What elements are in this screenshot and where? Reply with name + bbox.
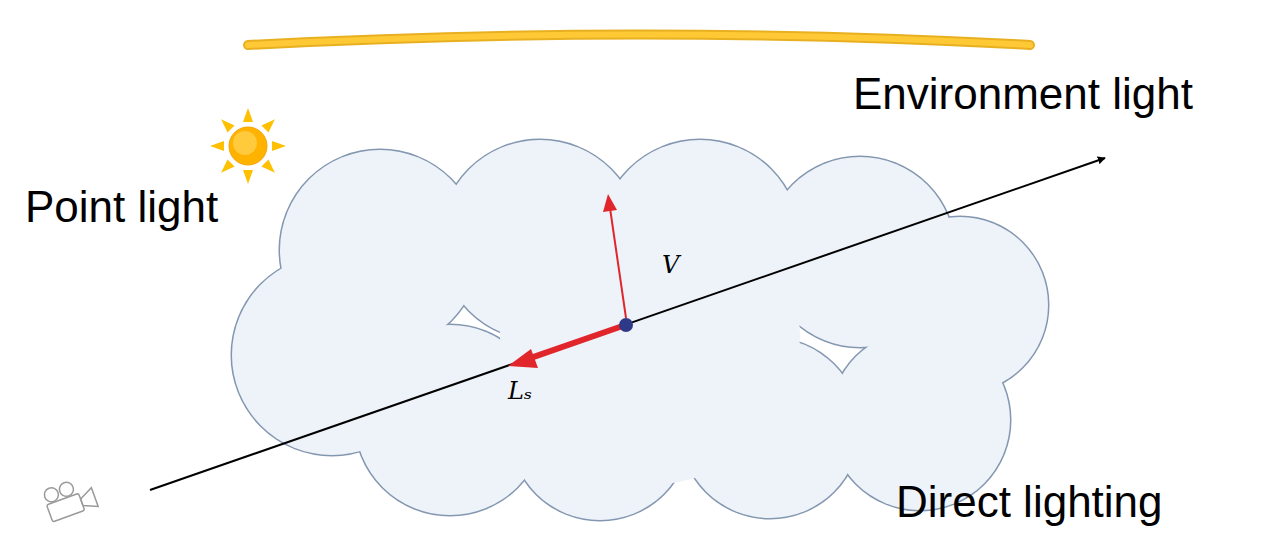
sun-icon — [210, 108, 286, 184]
vector-label: V — [662, 252, 679, 278]
vector-label: Lₛ — [508, 378, 532, 404]
lighting-label: Direct lighting — [896, 478, 1163, 526]
environment-arc — [248, 35, 1030, 46]
environment-arc-inner — [248, 35, 1030, 46]
ls-vector — [528, 326, 624, 359]
v-vector — [610, 208, 626, 318]
sample-point — [619, 318, 633, 332]
light-label: Point light — [25, 183, 218, 231]
cloud-outline — [232, 140, 1048, 520]
view-ray — [150, 158, 1105, 490]
ls-arrowhead — [508, 349, 538, 368]
cloud-fill — [232, 140, 1048, 520]
v-arrowhead — [603, 194, 617, 212]
camera-icon — [41, 474, 98, 522]
environment-label: Environment light — [853, 70, 1193, 118]
